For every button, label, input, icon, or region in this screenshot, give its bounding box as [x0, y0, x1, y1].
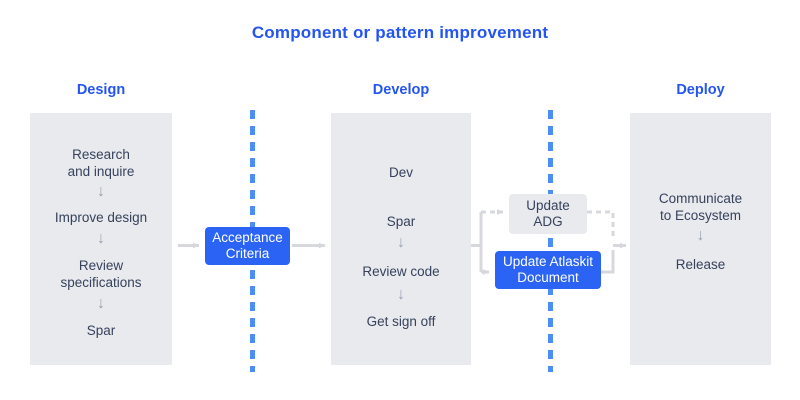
step-line: Get sign off	[366, 314, 436, 329]
column-heading-develop: Develop	[372, 82, 430, 98]
box-update-atlaskit-document[interactable]: Update Atlaskit Document	[495, 251, 601, 289]
step-review-specifications: Review specifications	[30, 257, 172, 291]
step-line: Spar	[86, 323, 116, 338]
box-label-line: Acceptance	[212, 230, 283, 245]
column-heading-design: Design	[76, 82, 126, 98]
panel-develop	[331, 113, 471, 365]
arrow-down-icon: ↓	[97, 295, 105, 312]
step-line: Review code	[362, 264, 440, 279]
step-communicate-to-ecosystem: Communicate to Ecosystem	[630, 190, 771, 224]
box-label-line: Document	[517, 270, 579, 285]
step-research-and-inquire: Research and inquire	[30, 146, 172, 180]
box-label-line: Criteria	[225, 246, 270, 261]
step-line: Research	[72, 147, 130, 162]
arrow-down-icon: ↓	[696, 227, 705, 244]
step-line: specifications	[60, 275, 142, 290]
box-label-line: Update Atlaskit	[502, 254, 594, 269]
step-dev: Dev	[331, 164, 471, 181]
arrow-down-icon: ↓	[97, 230, 105, 247]
step-line: Improve design	[54, 210, 148, 225]
step-line: Communicate	[658, 191, 743, 206]
step-line: Review	[78, 258, 124, 273]
box-label-line: ADG	[533, 214, 563, 229]
step-improve-design: Improve design	[30, 209, 172, 226]
connector-update-adg-to-merge	[587, 210, 615, 240]
panel-design	[30, 113, 172, 365]
arrow-down-icon: ↓	[97, 183, 105, 200]
step-get-sign-off: Get sign off	[331, 313, 471, 330]
box-label-line: Update	[526, 198, 570, 213]
step-line: Release	[675, 257, 726, 272]
step-spar-develop: Spar	[331, 213, 471, 230]
page-title: Component or pattern improvement	[251, 23, 549, 42]
arrow-down-icon: ↓	[397, 234, 405, 251]
connector-update-atlaskit-to-merge	[601, 250, 615, 274]
step-spar-design: Spar	[30, 322, 172, 339]
step-line: to Ecosystem	[659, 208, 742, 223]
panel-deploy	[630, 113, 771, 365]
step-review-code: Review code	[331, 263, 471, 280]
step-line: Dev	[388, 165, 413, 180]
box-update-adg[interactable]: Update ADG	[509, 194, 587, 234]
column-heading-deploy: Deploy	[676, 82, 725, 98]
arrow-down-icon: ↓	[397, 286, 405, 303]
step-line: and inquire	[67, 164, 135, 179]
step-line: Spar	[386, 214, 416, 229]
step-release: Release	[630, 256, 771, 273]
box-acceptance-criteria[interactable]: Acceptance Criteria	[205, 227, 290, 265]
